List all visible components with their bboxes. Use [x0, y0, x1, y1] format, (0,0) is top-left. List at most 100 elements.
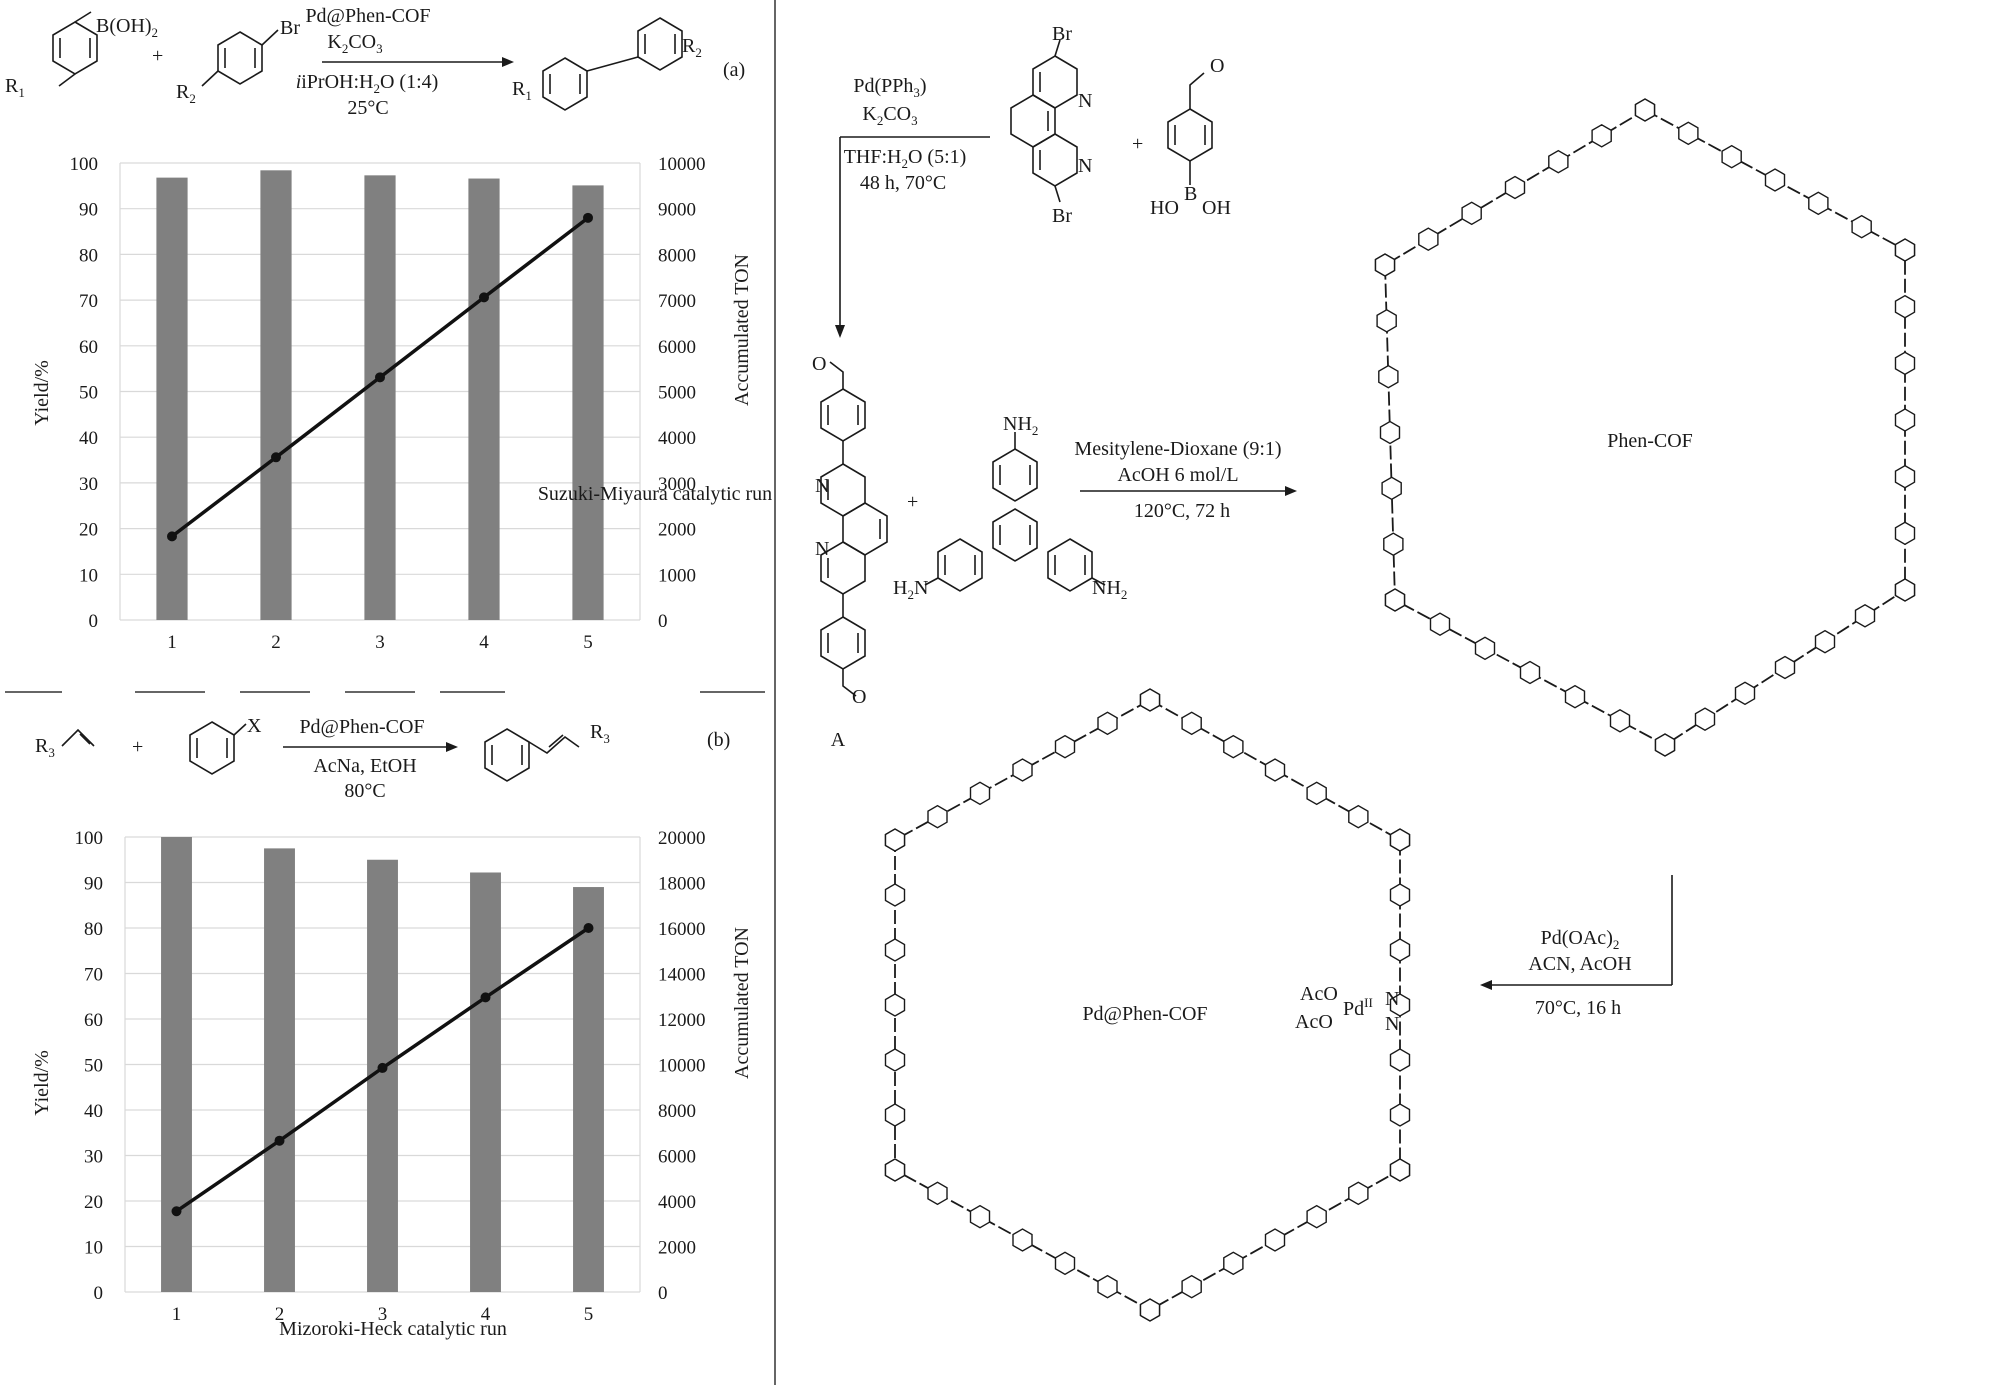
phenyl-ring	[1519, 660, 1541, 685]
boronic-acid-group: B(OH)2	[96, 15, 158, 40]
nitrogen-atom: N	[1385, 988, 1399, 1010]
step1-time: 48 h, 70°C	[860, 172, 946, 194]
phenyl-ring	[1764, 168, 1786, 192]
nitrogen-atom: N	[815, 475, 829, 497]
bar	[156, 177, 188, 620]
nitrogen-atom: N	[1385, 1013, 1399, 1035]
right-axis-ticks: 0200040006000800010000120001400016000180…	[658, 828, 706, 1304]
x-tick-label: 1	[172, 1304, 182, 1325]
product-r3-label: R3	[590, 721, 610, 746]
r3-label: R3	[35, 735, 55, 760]
phenyl-ring	[1223, 1251, 1244, 1276]
phenyl-ring	[1609, 708, 1631, 733]
y2-tick-label: 8000	[658, 245, 696, 266]
phenyl-ring	[1379, 420, 1401, 445]
phenyl-ring	[1097, 1274, 1118, 1299]
vinyl-bond	[61, 728, 95, 747]
x-tick-label: 4	[479, 632, 489, 653]
phenyl-ring	[1383, 532, 1404, 557]
y-tick-label: 0	[94, 1283, 104, 1304]
y-tick-label: 100	[70, 154, 99, 175]
step3-reagent: Pd(OAc)2	[1541, 927, 1620, 952]
y2-tick-label: 18000	[658, 874, 706, 895]
phenyl-ring	[1654, 733, 1676, 757]
phenyl-ring	[1504, 175, 1526, 200]
phenyl-ring	[927, 1181, 948, 1206]
nitrogen-atom: N	[815, 538, 829, 560]
phenyl-ring	[1389, 993, 1411, 1017]
bromo-bottom: Br	[1052, 205, 1072, 227]
bromo-top: Br	[1052, 23, 1072, 45]
phen-cof-label: Phen-COF	[1607, 430, 1693, 452]
amine-top: NH2	[1003, 413, 1038, 438]
step2-acid: AcOH 6 mol/L	[1117, 464, 1238, 486]
phenyl-ring	[1894, 408, 1916, 432]
phenyl-ring	[884, 1158, 906, 1182]
x-tick-label: 3	[375, 632, 385, 653]
y2axis-title: Accumulated TON	[731, 254, 753, 406]
bar	[468, 178, 500, 620]
phenyl-ring	[927, 804, 948, 829]
condition-catalyst: Pd@Phen-COF	[299, 716, 424, 738]
phenyl-ring	[1894, 521, 1916, 546]
y2-tick-label: 2000	[658, 1238, 696, 1259]
step2-solvent: Mesitylene-Dioxane (9:1)	[1074, 438, 1281, 460]
phenyl-ring	[1389, 938, 1411, 962]
halide-x: X	[247, 715, 262, 737]
phenyl-ring	[1474, 636, 1496, 661]
condition-solvent: iiPrOH:H2O (1:4)	[296, 71, 439, 96]
y2-tick-label: 10000	[658, 1056, 706, 1077]
phenyl-ring	[884, 938, 906, 962]
ton-point	[271, 452, 281, 463]
phenyl-ring	[1389, 1103, 1411, 1127]
benzene-ring	[189, 721, 247, 775]
dibromophenanthroline	[1010, 39, 1078, 203]
bromo-group: Br	[280, 17, 300, 39]
phenyl-ring	[1139, 1298, 1161, 1322]
formylphenylboronic-acid	[1167, 72, 1213, 185]
phenyl-ring	[1808, 191, 1829, 216]
x-tick-label: 4	[481, 1304, 491, 1325]
x-tick-label: 2	[275, 1304, 285, 1325]
phenyl-ring	[884, 1103, 906, 1127]
phenyl-ring	[1384, 588, 1406, 612]
phenyl-ring	[1012, 758, 1033, 782]
step1-solvent: THF:H2O (5:1)	[844, 146, 967, 171]
bar	[573, 887, 604, 1292]
benzene-ring	[201, 29, 279, 87]
phenyl-ring	[1381, 476, 1402, 501]
phenyl-ring	[1306, 781, 1327, 806]
scheme-a: B(OH)2 R1 + Br R2 Pd@Phen-COF K2CO3 iiPr…	[5, 5, 745, 119]
line-series	[171, 923, 594, 1217]
yaxis-title: Yield/%	[31, 360, 53, 426]
phenyl-ring	[1678, 121, 1699, 146]
condition-base: K2CO3	[327, 31, 382, 56]
condition-solvent: AcNa, EtOH	[313, 755, 416, 777]
benzene-ring	[52, 11, 98, 87]
r2-label: R2	[176, 81, 196, 106]
bar	[264, 848, 295, 1292]
phenyl-ring	[1694, 707, 1716, 732]
phenyl-ring	[1389, 883, 1411, 907]
phenyl-ring	[1376, 308, 1397, 333]
palladium-center: PdII	[1343, 995, 1373, 1020]
y-tick-label: 20	[79, 520, 98, 541]
y2-tick-label: 0	[658, 1283, 668, 1304]
phenyl-ring	[884, 883, 906, 907]
ton-point	[375, 372, 385, 383]
condition-temperature: 25°C	[347, 97, 388, 119]
arrow-head	[502, 57, 514, 67]
phenyl-ring	[1564, 684, 1586, 709]
y2-tick-label: 10000	[658, 154, 706, 175]
y2-tick-label: 7000	[658, 291, 696, 312]
y2-tick-label: 2000	[658, 520, 696, 541]
condition-catalyst: Pd@Phen-COF	[305, 5, 430, 27]
compound-a-label: A	[831, 729, 846, 751]
bar	[161, 837, 192, 1292]
step1-catalyst: Pd(PPh3)	[853, 75, 926, 100]
x-tick-label: 3	[378, 1304, 388, 1325]
bar	[470, 872, 501, 1292]
